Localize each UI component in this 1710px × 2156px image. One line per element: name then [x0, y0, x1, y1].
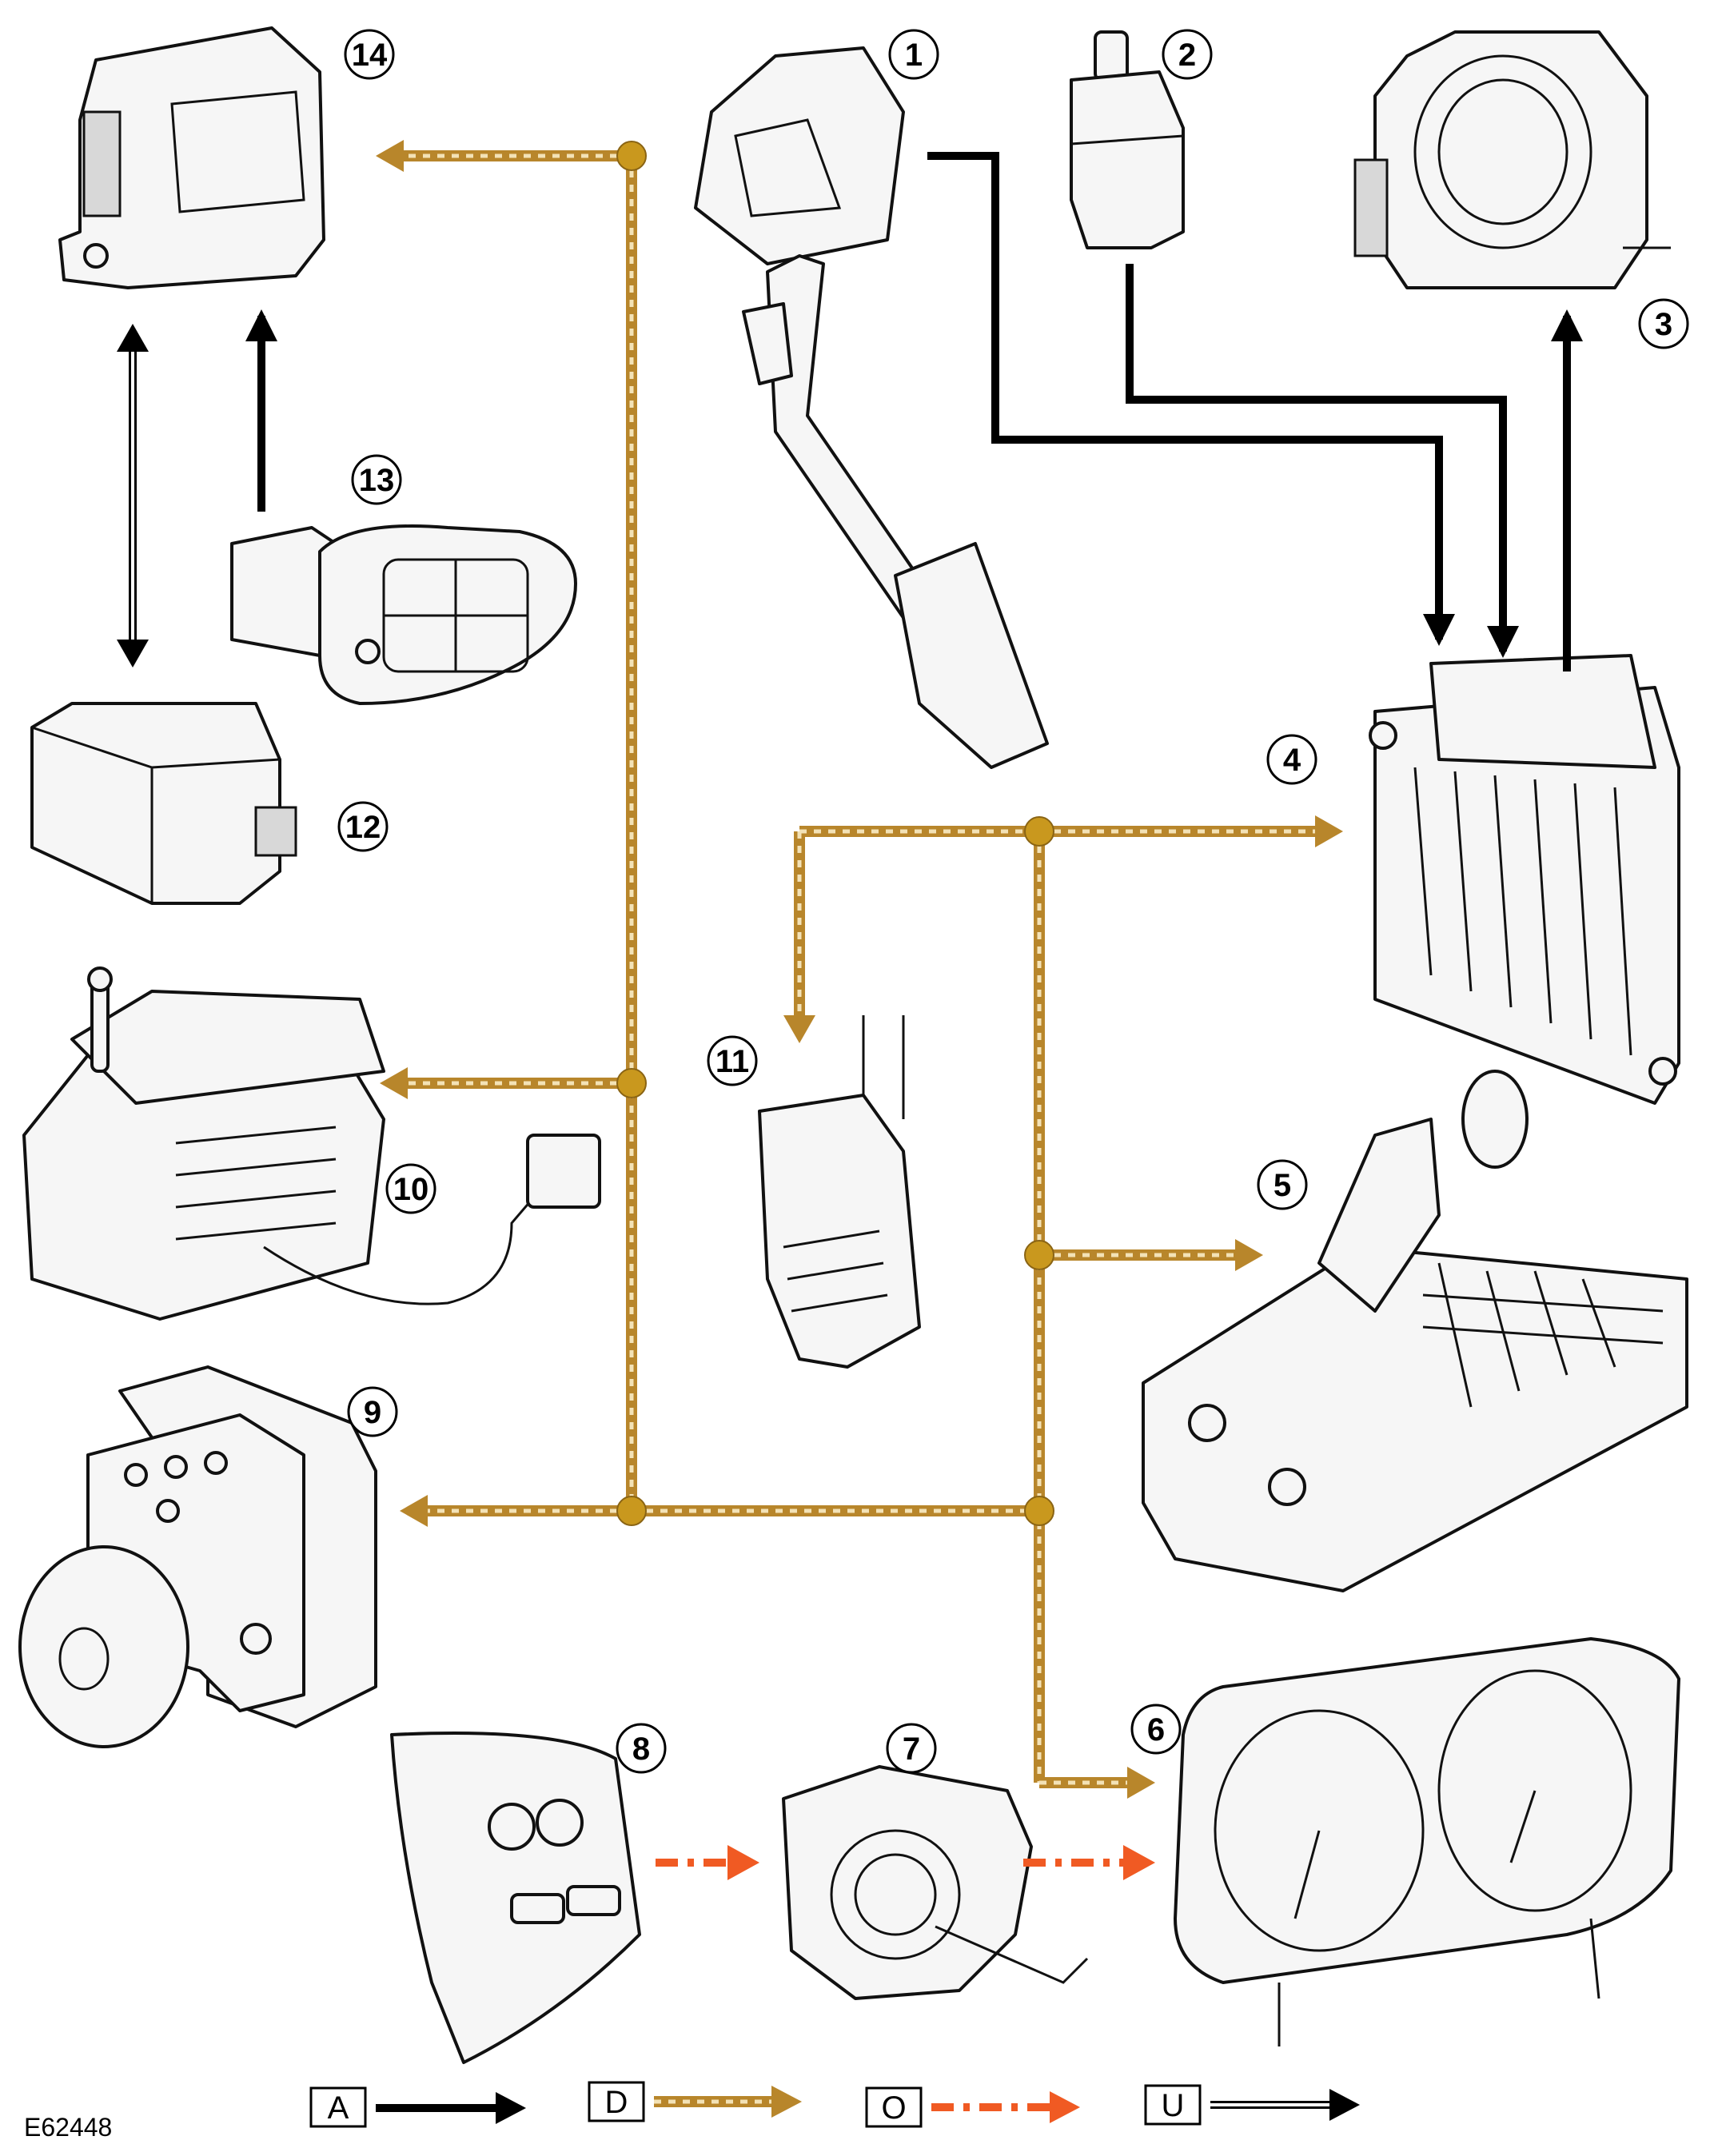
callout-5: 5 [1257, 1159, 1308, 1210]
callout-14: 14 [344, 29, 395, 80]
callout-12: 12 [337, 801, 389, 852]
callout-11: 11 [707, 1035, 758, 1086]
callout-13-label: 13 [359, 463, 395, 498]
module-12-icon [30, 702, 297, 905]
legend-item-a: A [309, 2086, 526, 2128]
callout-8-label: 8 [632, 1732, 650, 1767]
callout-14-label: 14 [352, 38, 388, 73]
clockspring-icon [782, 1765, 1089, 2000]
callout-12-label: 12 [345, 810, 381, 845]
callout-6-label: 6 [1147, 1712, 1165, 1748]
callout-9: 9 [347, 1386, 398, 1437]
switch-icon [1070, 30, 1185, 249]
callout-9-label: 9 [364, 1395, 381, 1430]
legend-item-o: O [865, 2086, 1080, 2128]
steering-switch-icon [390, 1732, 641, 2064]
module-14-icon [58, 26, 325, 289]
callout-1: 1 [888, 29, 939, 80]
callout-3-label: 3 [1655, 307, 1672, 342]
callout-5-label: 5 [1274, 1168, 1291, 1203]
callout-2-label: 2 [1178, 38, 1196, 73]
legend-key-a: A [328, 2090, 349, 2126]
link-pedal-ecm [927, 152, 1455, 646]
callout-4-label: 4 [1283, 743, 1301, 778]
callout-11-label: 11 [715, 1044, 749, 1079]
orange-links [656, 1845, 1155, 1880]
legend-item-d: D [588, 2081, 802, 2122]
callout-6: 6 [1130, 1704, 1182, 1755]
legend-item-u: U [1144, 2084, 1360, 2126]
module-13-icon [230, 524, 577, 705]
callout-10: 10 [385, 1163, 436, 1214]
callout-4: 4 [1266, 734, 1317, 785]
legend-key-o: O [881, 2090, 906, 2126]
valve-body-icon [1142, 1070, 1688, 1592]
cluster-icon [1174, 1637, 1680, 2046]
callout-13: 13 [351, 454, 402, 505]
callout-2: 2 [1162, 29, 1213, 80]
callout-10-label: 10 [393, 1172, 429, 1207]
legend-key-u: U [1162, 2088, 1185, 2123]
gold-network [376, 140, 1343, 1799]
link-14-12 [117, 324, 149, 668]
legend: A D O U [309, 2081, 1360, 2128]
throttle-body-icon [1353, 30, 1671, 289]
diagram-id: E62448 [24, 2113, 112, 2142]
callouts: 1 2 3 4 5 6 7 8 [337, 29, 1689, 1774]
callout-8: 8 [616, 1723, 667, 1774]
callout-1-label: 1 [905, 38, 923, 73]
callout-7: 7 [886, 1723, 937, 1774]
link-switch-ecm [1126, 264, 1519, 658]
pedal-icon [694, 46, 1049, 769]
callout-3: 3 [1638, 298, 1689, 349]
connector-icon [758, 1015, 921, 1369]
callout-7-label: 7 [903, 1732, 920, 1767]
abs-module-icon [18, 1365, 377, 1748]
legend-key-d: D [605, 2085, 628, 2120]
ecm-icon [1369, 654, 1680, 1105]
gear-selector-icon [22, 966, 601, 1321]
